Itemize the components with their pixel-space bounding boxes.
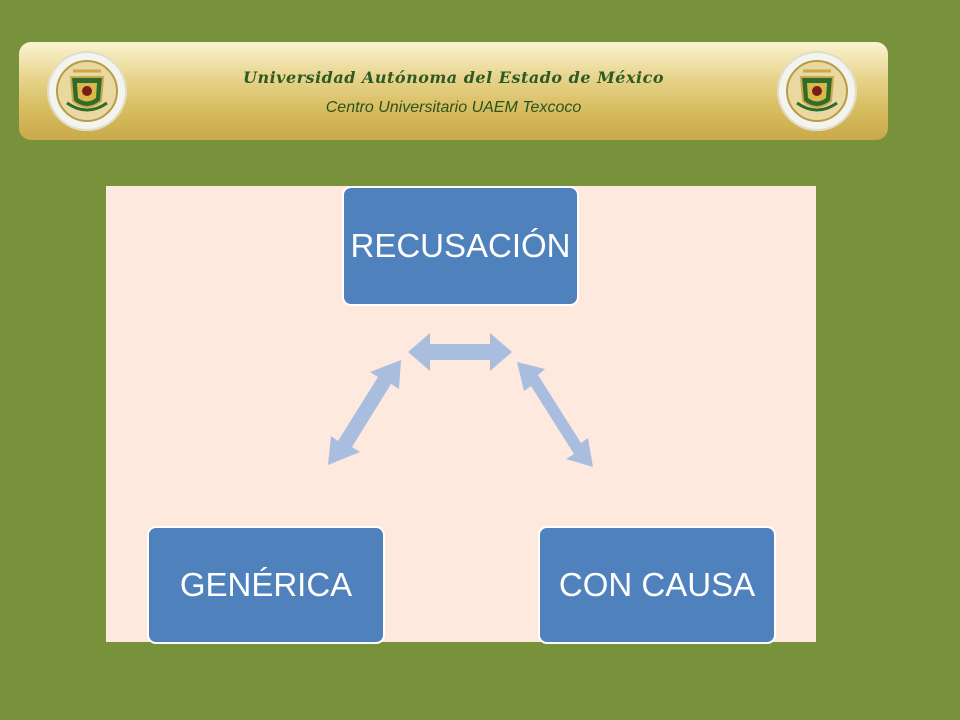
arrow-right-diagonal [517, 362, 593, 467]
arrow-left-diagonal [328, 360, 401, 465]
header-banner: Universidad Autónoma del Estado de Méxic… [19, 42, 888, 140]
university-name: Universidad Autónoma del Estado de Méxic… [242, 68, 664, 87]
node-generica: GENÉRICA [147, 526, 385, 644]
node-recusacion: RECUSACIÓN [342, 186, 579, 306]
arrow-top-horizontal [408, 333, 512, 371]
university-seal-icon [47, 51, 127, 131]
campus-name: Centro Universitario UAEM Texcoco [325, 99, 582, 116]
university-seal-icon [777, 51, 857, 131]
node-con-causa: CON CAUSA [538, 526, 776, 644]
